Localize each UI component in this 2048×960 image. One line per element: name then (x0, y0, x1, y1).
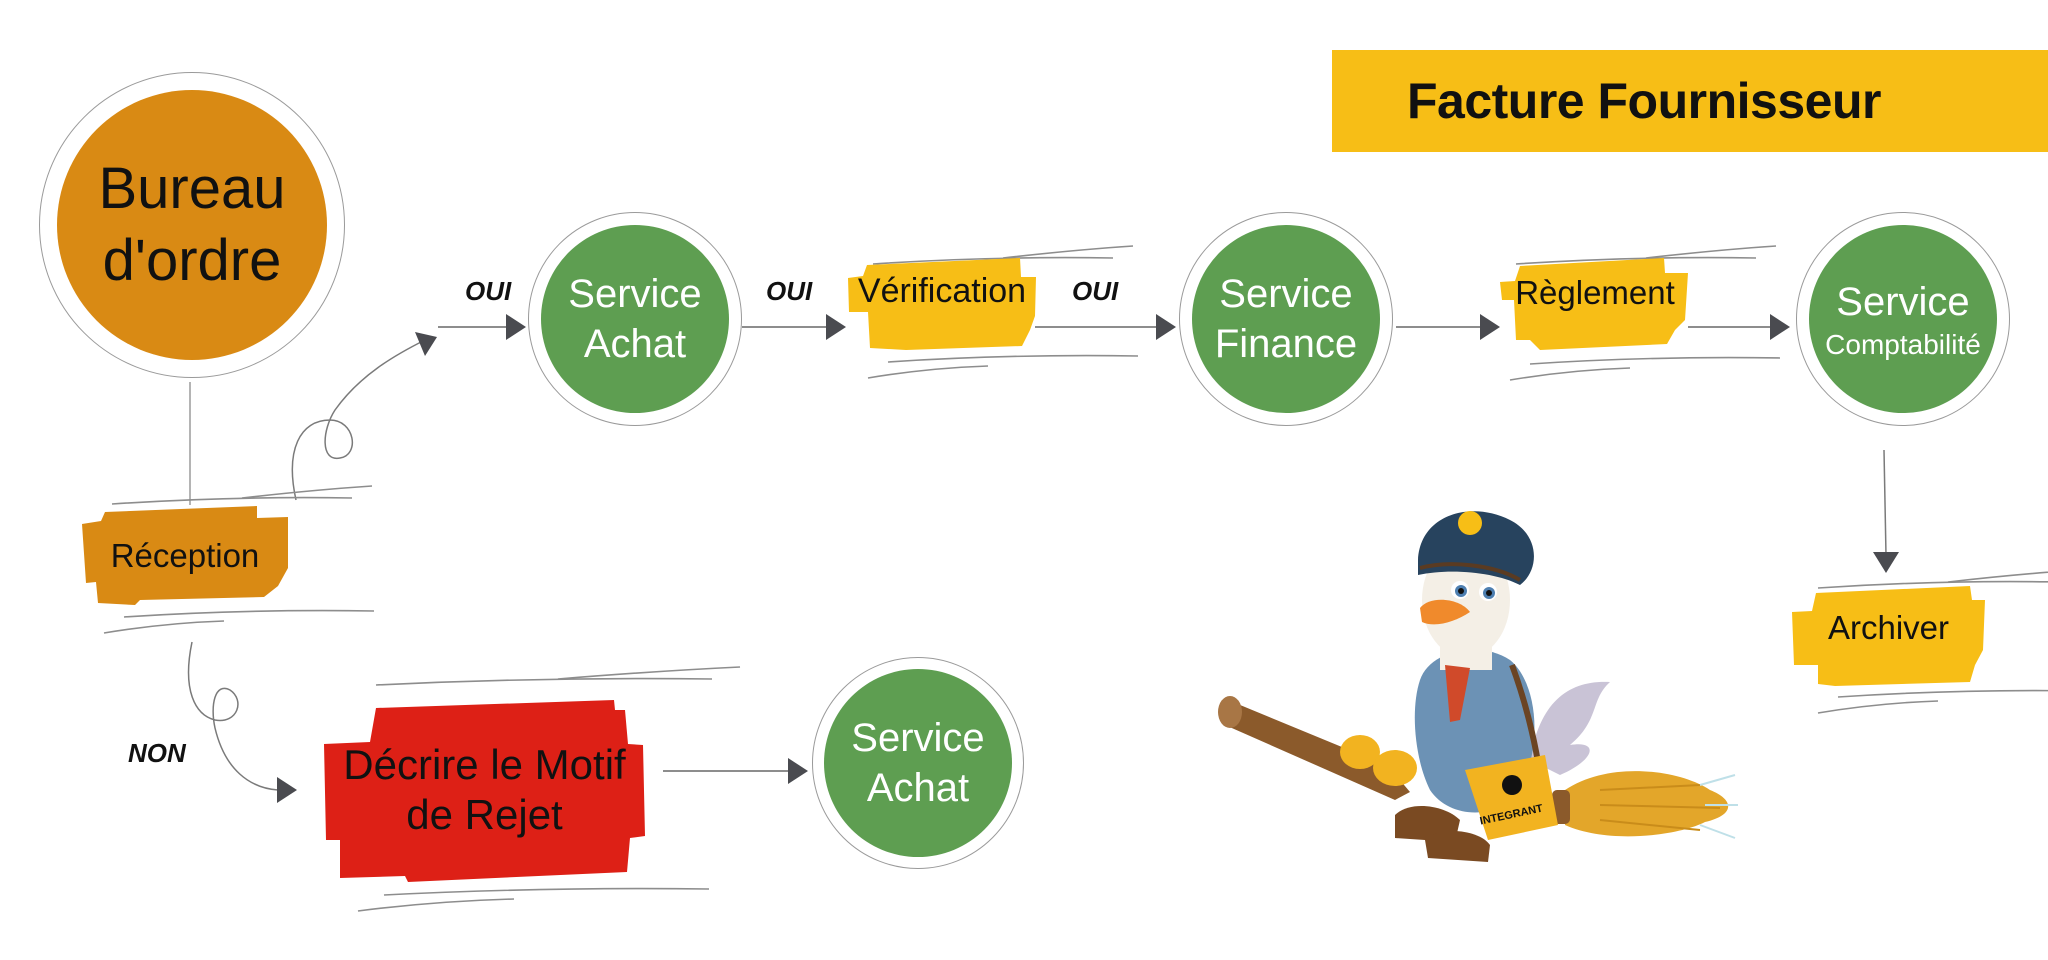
tag-verification-shape (848, 245, 1139, 379)
edge-label-oui-2: OUI (766, 276, 813, 306)
tag-reglement-shape (1500, 245, 1781, 381)
connector-comptabilite-archiver (1883, 449, 1887, 556)
node-service-comptabilite-line1: Service (1836, 279, 1970, 324)
postman-cap (1418, 511, 1534, 585)
node-bureau-ordre[interactable]: Bureau d'ordre (57, 90, 327, 360)
arrowhead-oui-curve (415, 332, 437, 356)
wing (1530, 681, 1610, 775)
tag-reception-shape (82, 485, 375, 634)
step-motif-rejet[interactable]: Décrire le Motif de Rejet (324, 720, 645, 860)
step-reception[interactable]: Réception (82, 510, 288, 602)
node-bureau-ordre-line2: d'ordre (102, 228, 282, 293)
step-motif-rejet-line1: Décrire le Motif (343, 740, 626, 788)
edge-label-non: NON (128, 738, 186, 768)
node-service-achat-line2: Achat (583, 322, 687, 366)
page-title: Facture Fournisseur (1407, 73, 1881, 129)
arrowhead-archiver (1873, 552, 1899, 573)
step-archiver[interactable]: Archiver (1792, 590, 1985, 666)
step-reglement[interactable]: Règlement (1502, 262, 1688, 332)
edge-label-oui-3: OUI (1072, 276, 1119, 306)
node-service-achat-line1: Service (568, 272, 702, 316)
title-banner: Facture Fournisseur (1332, 50, 2048, 152)
step-reglement-label: Règlement (1515, 274, 1675, 311)
step-archiver-label: Archiver (1827, 609, 1950, 646)
step-verification[interactable]: Vérification (848, 262, 1036, 332)
node-service-finance-line1: Service (1219, 272, 1353, 316)
beak (1420, 599, 1470, 625)
tag-motif-rejet-shape (324, 665, 742, 913)
step-reception-label: Réception (110, 537, 260, 574)
arrowhead-verification (826, 314, 846, 340)
arrowhead-service-achat-bottom (788, 758, 808, 784)
step-verification-label: Vérification (857, 272, 1027, 310)
arrowhead-comptabilite (1770, 314, 1790, 340)
tag-archiver-shape (1792, 569, 2048, 714)
arrowhead-motif-rejet-shape (277, 777, 297, 803)
node-service-finance-line2: Finance (1214, 322, 1358, 366)
mailbag (1465, 755, 1558, 840)
node-service-comptabilite[interactable]: Service Comptabilité (1809, 225, 1997, 413)
broom-stick (1225, 700, 1410, 800)
connector-reception-non (187, 641, 279, 791)
arrowhead-service-achat (506, 314, 526, 340)
connector-reception-oui (291, 339, 426, 501)
arrowhead-finance (1156, 314, 1176, 340)
node-service-achat-bottom[interactable]: Service Achat (824, 669, 1012, 857)
node-service-achat-bottom-line2: Achat (866, 766, 970, 810)
node-bureau-ordre-line1: Bureau (98, 155, 286, 221)
node-service-comptabilite-line2: Comptabilité (1825, 328, 1981, 360)
node-service-finance[interactable]: Service Finance (1192, 225, 1380, 413)
mascot-bird-on-broom: INTEGRANT (1218, 511, 1738, 862)
node-service-achat-bottom-line1: Service (851, 716, 985, 760)
node-service-achat[interactable]: Service Achat (541, 225, 729, 413)
arrowhead-reglement (1480, 314, 1500, 340)
edge-label-oui-1: OUI (465, 276, 512, 306)
step-motif-rejet-line2: de Rejet (406, 791, 563, 838)
